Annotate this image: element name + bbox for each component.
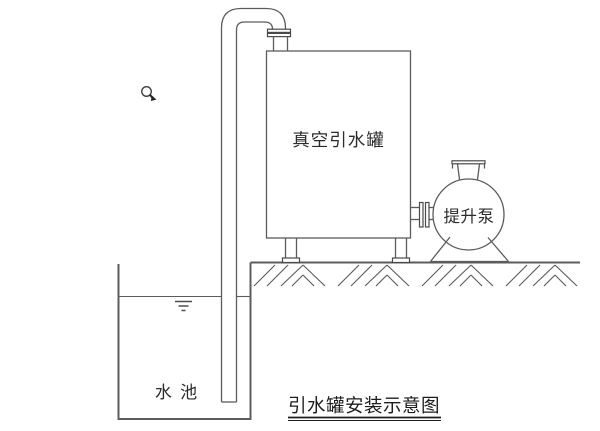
suction-pipe-outer [220,7,287,402]
suction-pipe-inner [235,21,274,402]
diagram-title: 引水罐安装示意图 [288,396,440,417]
tank-leg-left [281,238,301,264]
tank-inlet-flange [266,32,292,38]
pump-label: 提升泵 [444,207,495,226]
pump-discharge-flange [451,160,486,180]
pump-stand [429,236,509,263]
ground-hatch [250,263,580,287]
zoom-cursor-icon[interactable] [141,86,157,101]
tank-inlet-flange [266,28,292,34]
tank-leg-right [391,238,411,264]
water-pool [117,262,252,420]
pool-label: 水 池 [155,383,199,402]
vacuum-tank [265,50,412,239]
tank-pump-flange [418,201,424,228]
water-level-icon [175,300,192,312]
pump-body [432,178,505,251]
tank-label: 真空引水罐 [292,130,385,150]
tank-pump-flange [424,201,430,228]
